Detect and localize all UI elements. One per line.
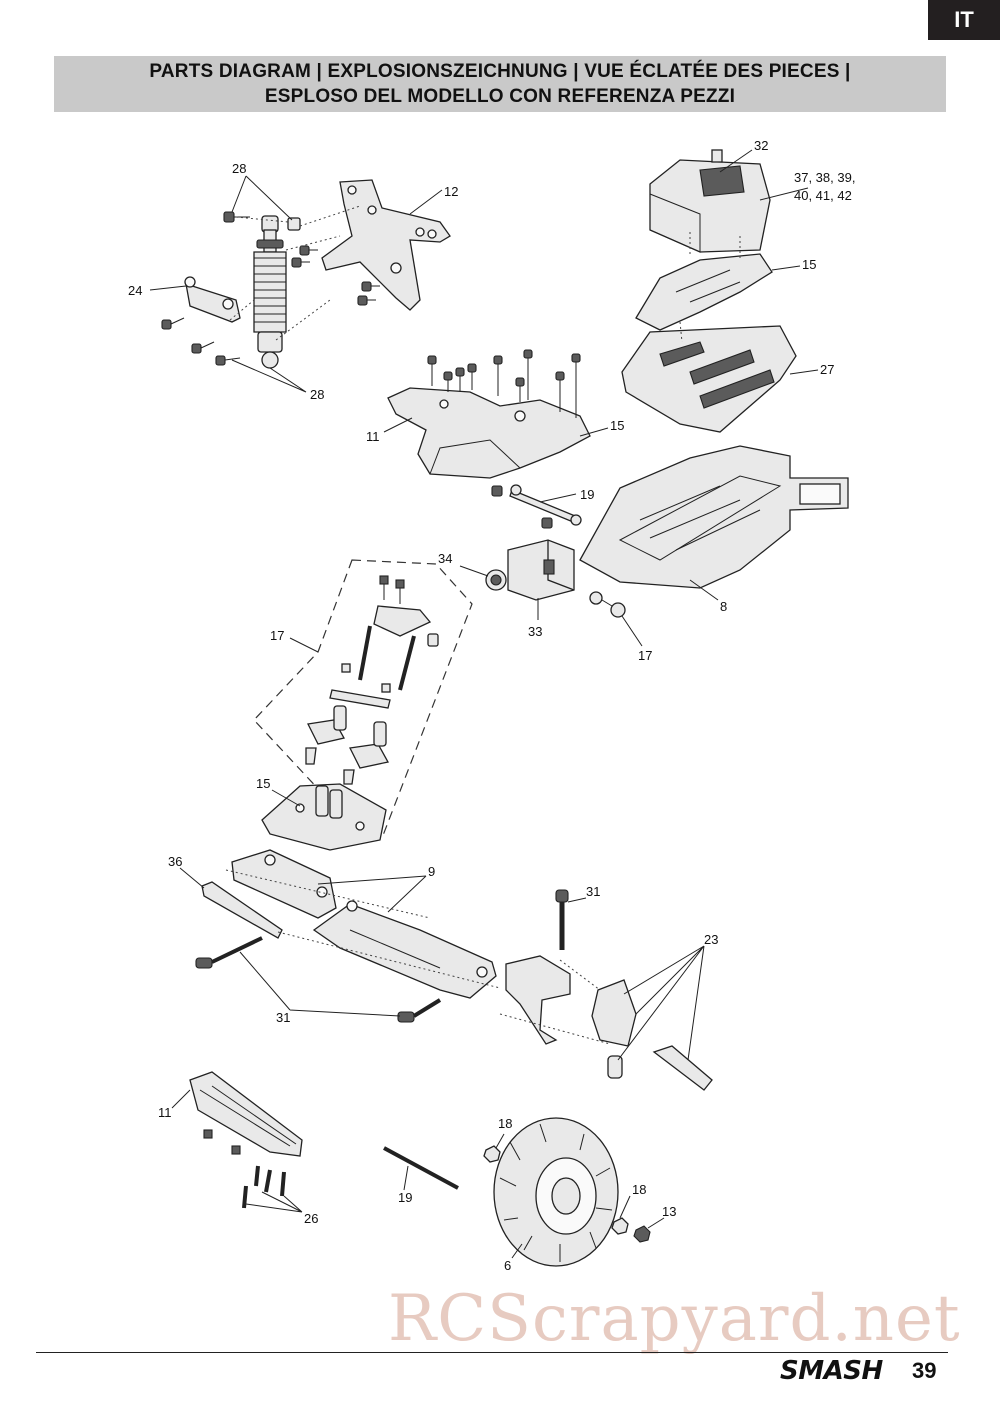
arm-mount-36: [201, 881, 283, 939]
upper-arm-9: [231, 849, 337, 919]
callout-19-link: 19: [580, 487, 594, 502]
steering-assembly: [305, 575, 439, 785]
watermark: RCScrapyard.net: [388, 1282, 961, 1356]
footer-rule: [36, 1352, 948, 1353]
front-bulkhead: [387, 387, 591, 479]
callout-31-pins: 31: [276, 1010, 290, 1025]
callout-27: 27: [820, 362, 834, 377]
callout-6: 6: [504, 1258, 511, 1273]
callout-13: 13: [662, 1204, 676, 1219]
callout-34: 34: [438, 551, 452, 566]
callout-19-shaft: 19: [398, 1190, 412, 1205]
callout-11-bumper: 11: [158, 1105, 172, 1120]
wheel-nuts: [483, 1145, 651, 1243]
callout-28-top: 28: [232, 161, 246, 176]
callout-33: 33: [528, 624, 542, 639]
callout-15-esc-tray: 15: [802, 257, 816, 272]
hinge-pins-31: [195, 936, 442, 1023]
steering-bulkhead-15: [261, 783, 387, 851]
callout-40-42: 40, 41, 42: [794, 188, 852, 203]
lower-arm-9: [312, 900, 497, 999]
callout-24: 24: [128, 283, 142, 298]
callout-37-39: 37, 38, 39,: [794, 170, 855, 185]
callout-17-stud: 17: [638, 648, 652, 663]
callout-11-top: 11: [366, 429, 380, 444]
servo: [485, 539, 575, 601]
bulkhead-screws: [427, 349, 581, 418]
page-title-bar: PARTS DIAGRAM | EXPLOSIONSZEICHNUNG | VU…: [54, 56, 946, 112]
callout-23: 23: [704, 932, 718, 947]
callout-18-inner: 18: [498, 1116, 512, 1131]
steering-block: [505, 955, 571, 1045]
callout-15-bulkhead: 15: [610, 418, 624, 433]
shock-tower: [321, 179, 451, 311]
page-number: 39: [912, 1358, 937, 1383]
front-bumper-11: [189, 1071, 303, 1157]
shock-absorber: [253, 215, 287, 369]
bumper-screws-26: [203, 1129, 286, 1209]
ball-stud-17: [589, 591, 626, 618]
steering-link: [491, 484, 582, 529]
title-line-2: ESPLOSO DEL MODELLO CON REFERENZA PEZZI: [264, 86, 736, 107]
callout-36: 36: [168, 854, 182, 869]
spindle-23: [591, 979, 713, 1091]
callout-17-steering: 17: [270, 628, 284, 643]
screws-tower: [161, 245, 380, 366]
esc-tray: [635, 253, 773, 331]
callout-8: 8: [720, 599, 727, 614]
callout-18-outer: 18: [632, 1182, 646, 1197]
callout-15-steering: 15: [256, 776, 270, 791]
language-tab: IT: [928, 0, 1000, 40]
esc-unit: [649, 149, 771, 253]
title-line-1: PARTS DIAGRAM | EXPLOSIONSZEICHNUNG | VU…: [149, 61, 851, 82]
shock-mount: [184, 276, 241, 323]
callout-28-bottom: 28: [310, 387, 324, 402]
callout-12: 12: [444, 184, 458, 199]
kingpin-31: [555, 889, 569, 950]
callout-9: 9: [428, 864, 435, 879]
wheel-tire-6: [493, 1117, 619, 1267]
driveshaft-19: [383, 1146, 459, 1190]
callout-31-kingpin: 31: [586, 884, 600, 899]
battery-tray: [621, 325, 797, 433]
callout-32: 32: [754, 138, 768, 153]
brand-logo: SMASH: [780, 1356, 883, 1386]
main-chassis: [579, 445, 849, 589]
callout-26: 26: [304, 1211, 318, 1226]
